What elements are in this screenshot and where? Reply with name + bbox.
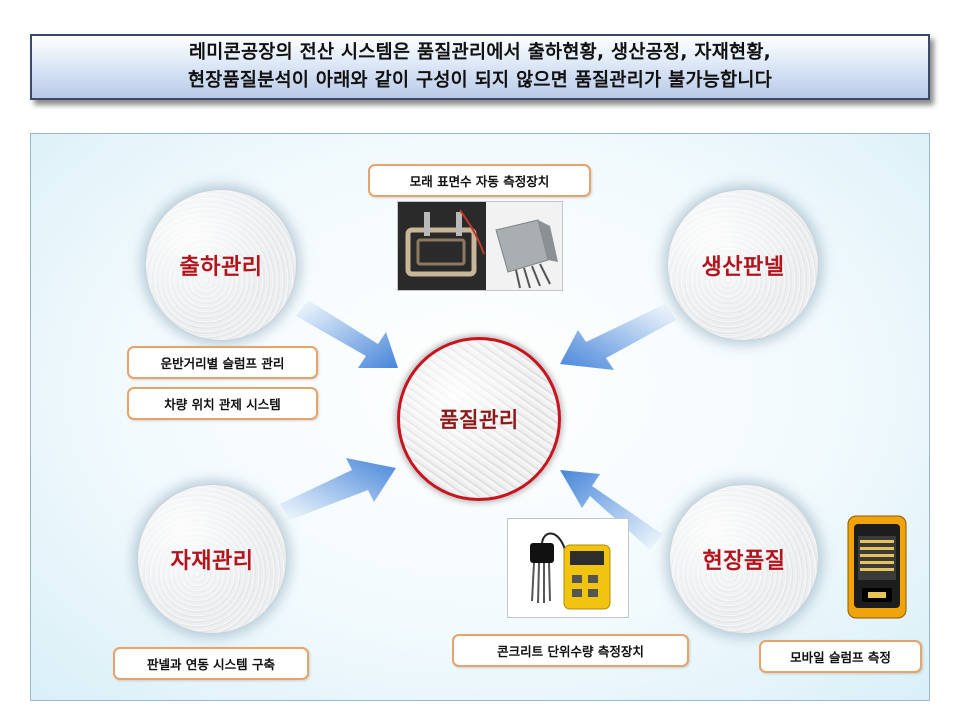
label-mobile-slump: 모바일 슬럼프 측정	[759, 640, 922, 673]
arrow-top-left	[296, 300, 398, 368]
arrow-bottom-left	[280, 458, 396, 520]
label-unit-water: 콘크리트 단위수량 측정장치	[452, 634, 689, 667]
sand-sensor-image	[398, 202, 562, 290]
node-production-label: 생산판넬	[701, 255, 785, 280]
node-quality-center-label: 품질관리	[439, 408, 519, 432]
label-vehicle-location: 차량 위치 관제 시스템	[127, 387, 318, 420]
node-shipping: 출하관리	[145, 189, 297, 341]
node-site-quality-label: 현장품질	[702, 549, 786, 574]
arrow-top-right	[560, 304, 676, 370]
sand-device-photo	[397, 201, 563, 291]
node-quality-center: 품질관리	[397, 337, 561, 501]
header-banner: 레미콘공장의 전산 시스템은 품질관리에서 출하현황, 생산공정, 자재현황, …	[30, 34, 930, 100]
node-shipping-label: 출하관리	[179, 255, 263, 280]
node-site-quality: 현장품질	[669, 484, 819, 634]
header-line-2: 현장품질분석이 아래와 같이 구성이 되지 않으면 품질관리가 불가능합니다	[187, 70, 773, 91]
label-sand-device: 모래 표면수 자동 측정장치	[368, 164, 591, 197]
node-materials: 자재관리	[137, 484, 287, 634]
mobile-device-photo	[844, 514, 910, 620]
mobile-phone-image	[847, 515, 907, 619]
header-line-1: 레미콘공장의 전산 시스템은 품질관리에서 출하현황, 생산공정, 자재현황,	[188, 42, 772, 63]
node-production: 생산판넬	[667, 189, 819, 341]
label-panel-link: 판넬과 연동 시스템 구축	[113, 647, 309, 680]
unit-water-device-photo	[507, 518, 629, 618]
label-transport-slump: 운반거리별 슬럼프 관리	[127, 346, 318, 379]
unit-water-meter-image	[508, 519, 628, 617]
arrow-bottom-right	[560, 470, 662, 550]
node-materials-label: 자재관리	[170, 549, 254, 574]
